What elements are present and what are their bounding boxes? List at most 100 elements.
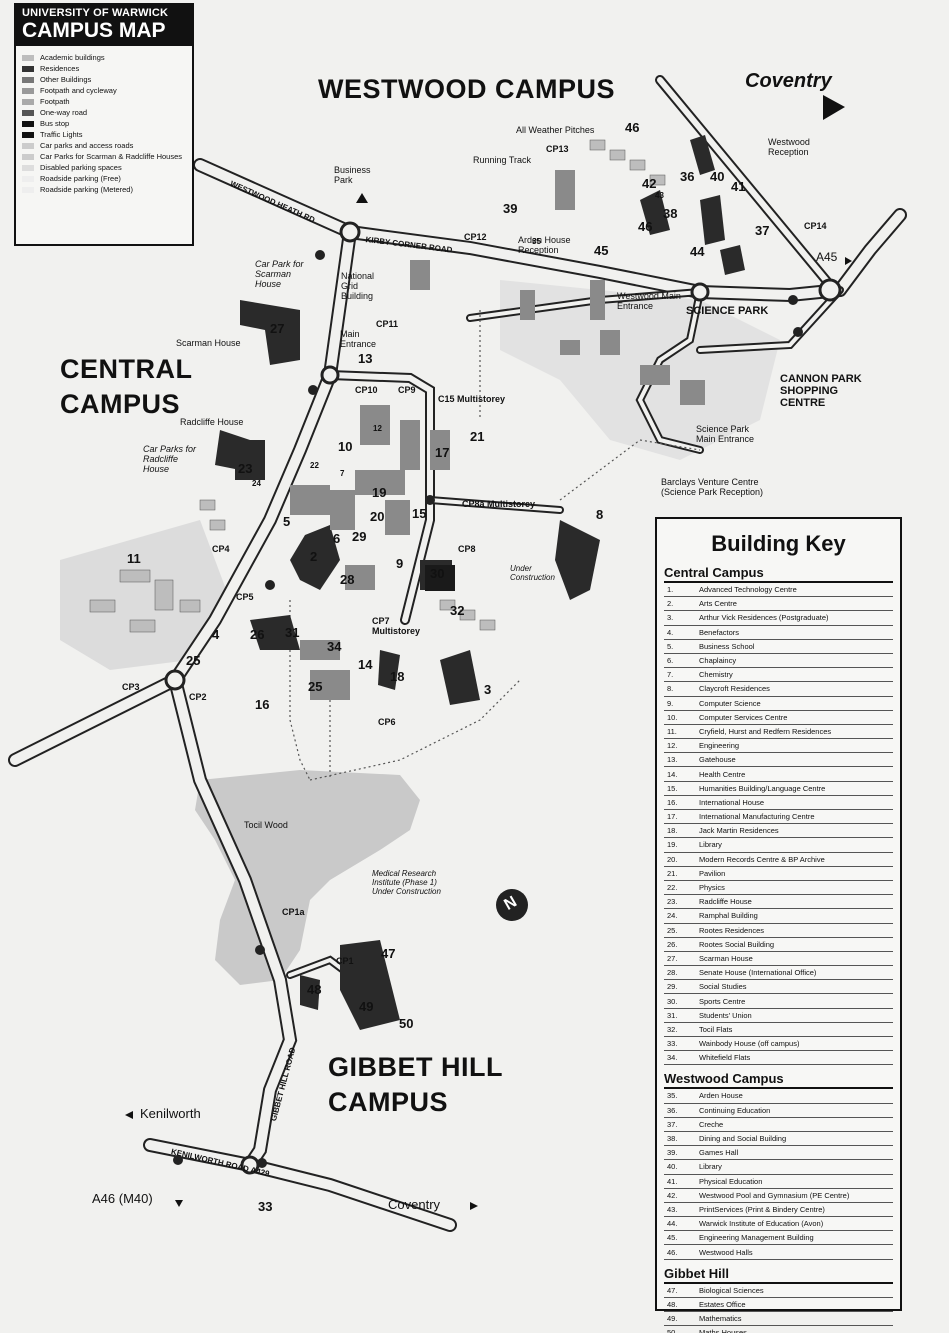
key-building-name: Estates Office [699,1299,746,1309]
key-number: 4. [667,627,674,637]
key-building-name: Engineering [699,741,740,751]
building-number-label: 16 [255,697,270,712]
building-number-label: 32 [450,603,465,618]
legend-swatch [22,131,34,138]
c15-multistorey-label: C15 Multistorey [438,394,506,404]
cp11-label: CP11 [376,319,399,329]
key-row: 37.Creche [664,1118,893,1132]
key-building-name: Radcliffe House [699,897,752,907]
legend-swatch [22,65,34,72]
key-building-name: Westwood Pool and Gymnasium (PE Centre) [699,1190,850,1200]
key-number: 36. [667,1105,678,1115]
building-number-label: 49 [359,999,374,1014]
key-building-name: Physics [699,883,725,893]
building-number-label: 25 [186,653,201,668]
key-number: 3. [667,613,674,623]
gibbet-hill-title-2: CAMPUS [328,1087,449,1117]
cp1a-label: CP1a [282,907,305,917]
building-number-label: 22 [310,461,319,470]
key-number: 43. [667,1204,678,1214]
key-building-name: Cryfield, Hurst and Redfern Residences [699,726,832,736]
legend-item: Academic buildings [22,52,192,63]
legend-swatch [22,109,34,116]
building-number-label: 18 [390,669,405,684]
coventry-destination-bottom: Coventry [388,1197,441,1212]
key-row: 25.Rootes Residences [664,924,893,938]
key-row: 11.Cryfield, Hurst and Redfern Residence… [664,725,893,740]
key-row: 19.Library [664,838,893,853]
building-number-label: 14 [358,657,373,672]
key-number: 21. [667,868,678,878]
legend-item: Residences [22,63,192,74]
central-campus-title-1: CENTRAL [60,354,193,384]
legend-item-label: Academic buildings [40,53,105,62]
key-row: 32.Tocil Flats [664,1023,893,1037]
building-number-label: 5 [283,514,291,529]
field-area [60,520,230,670]
key-number: 25. [667,925,678,935]
key-row: 5. Business School [664,640,893,654]
key-building-name: International House [699,797,765,807]
key-row: 15.Humanities Building/Language Centre [664,782,893,796]
key-building-name: Engineering Management Building [699,1233,814,1243]
legend-header: UNIVERSITY OF WARWICK CAMPUS MAP [16,5,192,46]
key-building-name: Advanced Technology Centre [699,585,797,595]
building-number-label: 24 [252,479,261,488]
key-building-name: Whitefield Flats [699,1053,751,1063]
cp14-label: CP14 [804,221,827,231]
key-number: 28. [667,968,678,978]
key-building-name: Arthur Vick Residences (Postgraduate) [699,613,829,623]
building-number-label: 13 [358,351,373,366]
barclays-venture-centre-label: Barclays Venture Centre (Science Park Re… [661,477,764,497]
science-park-label: SCIENCE PARK [686,305,769,317]
cp8a-label: CP8a Multistorey [462,499,536,509]
key-row: 27.Scarman House [664,952,893,967]
legend-item: Disabled parking spaces [22,162,192,173]
key-section-heading: Westwood Campus [664,1069,893,1090]
building-number-label: 15 [412,506,427,521]
key-row: 2.Arts Centre [664,597,893,612]
legend-swatch [22,120,34,127]
footpaths [289,310,701,781]
key-number: 30. [667,996,678,1006]
business-park-label: Business Park [334,165,371,185]
key-number: 5. [667,641,674,651]
key-building-name: Chemistry [699,670,733,680]
key-number: 19. [667,840,678,850]
key-row: 41.Physical Education [664,1175,893,1189]
building-number-label: 36 [680,169,695,184]
key-row: 35.Arden House [664,1089,893,1104]
key-row: 13.Gatehouse [664,753,893,768]
key-building-name: Social Studies [699,982,747,992]
key-row: 1.Advanced Technology Centre [664,583,893,598]
building-number-label: 7 [340,469,345,478]
key-row: 31.Students' Union [664,1009,893,1023]
key-row: 42.Westwood Pool and Gymnasium (PE Centr… [664,1189,893,1203]
key-building-name: Creche [699,1119,724,1129]
key-building-name: Business School [699,641,755,651]
key-building-name: Humanities Building/Language Centre [699,783,826,793]
running-track-label: Running Track [473,155,532,165]
building-number-label: 50 [399,1016,414,1031]
legend-item-label: Footpath and cycleway [40,86,117,95]
arden-house-reception-label: Arden House Reception [518,235,571,255]
cp9-label: CP9 [398,385,416,395]
key-number: 34. [667,1053,678,1063]
key-number: 35. [667,1091,678,1101]
legend-swatch [22,87,34,94]
key-building-name: Benefactors [699,627,740,637]
legend-item: One-way road [22,107,192,118]
key-building-name: Wainbody House (off campus) [699,1039,800,1049]
key-number: 24. [667,911,678,921]
key-row: 46.Westwood Halls [664,1245,893,1260]
key-row: 44.Warwick Institute of Education (Avon) [664,1217,893,1232]
cp4-label: CP4 [212,544,230,554]
key-building-name: Biological Sciences [699,1285,764,1295]
key-number: 46. [667,1247,678,1257]
legend-item-label: Traffic Lights [40,130,83,139]
key-number: 20. [667,854,678,864]
key-number: 16. [667,797,678,807]
legend-item: Footpath and cycleway [22,85,192,96]
